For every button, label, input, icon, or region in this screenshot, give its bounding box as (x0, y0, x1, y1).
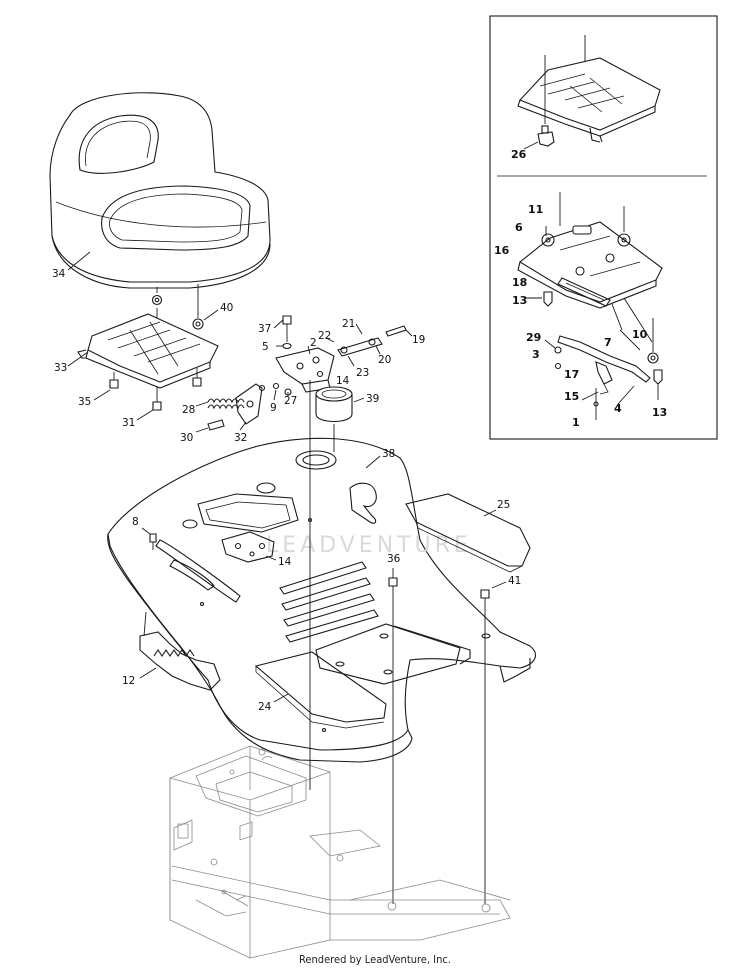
callout-38: 38 (382, 448, 395, 460)
callout-6: 6 (515, 221, 523, 234)
floor-mat-24 (254, 651, 387, 729)
callout-11: 11 (528, 203, 543, 216)
callout-14-lower: 14 (278, 556, 292, 568)
callout-39: 39 (366, 393, 379, 405)
callout-20: 20 (378, 354, 391, 366)
bolt-right (192, 377, 202, 387)
callout-22: 22 (318, 330, 331, 342)
callout-3: 3 (532, 348, 540, 361)
tractor-frame-faint (169, 745, 511, 959)
callout-31: 31 (122, 417, 135, 429)
callout-13-lower: 13 (652, 406, 667, 419)
callout-28: 28 (182, 404, 195, 416)
callout-7: 7 (604, 336, 612, 349)
screw-36 (388, 577, 398, 587)
fuel-cap-39 (315, 386, 353, 423)
height-ratchet-plate-12 (139, 611, 221, 691)
bolt-35 (109, 379, 119, 389)
callout-18: 18 (512, 276, 527, 289)
fender-body-38 (107, 437, 536, 763)
callout-35: 35 (78, 396, 91, 408)
callout-19: 19 (412, 334, 425, 346)
footer-credit: Rendered by LeadVenture, Inc. (299, 953, 451, 966)
inset-seat-adjuster (517, 192, 663, 420)
callout-21: 21 (342, 318, 355, 330)
screw-41 (480, 589, 490, 599)
callout-5: 5 (262, 341, 269, 353)
floor-mat-25 (405, 493, 531, 573)
callout-26: 26 (511, 148, 527, 161)
callout-30: 30 (180, 432, 193, 444)
callout-4: 4 (614, 402, 622, 415)
callout-36: 36 (387, 553, 401, 565)
inset-panel: 26 11 6 16 18 13 29 3 7 10 17 15 4 13 1 (489, 15, 718, 440)
callout-2: 2 (310, 337, 317, 349)
callout-25: 25 (497, 499, 510, 511)
callout-12: 12 (122, 675, 135, 687)
callout-24: 24 (258, 701, 272, 713)
bolt-31 (152, 401, 162, 411)
seat-spring-and-latch (207, 382, 292, 431)
seat-34 (49, 92, 271, 289)
watermark: LEADVENTURE (266, 533, 472, 558)
callout-40: 40 (220, 302, 233, 314)
washer-top-left (151, 294, 163, 306)
callout-34: 34 (52, 268, 66, 280)
callout-23: 23 (356, 367, 369, 379)
callout-16: 16 (494, 244, 510, 257)
callout-13-upper: 13 (512, 294, 527, 307)
callout-27: 27 (284, 395, 297, 407)
callout-8: 8 (132, 516, 139, 528)
latch-bracket-14 (221, 531, 275, 563)
seat-plate-33 (77, 308, 219, 389)
callout-9: 9 (270, 402, 277, 414)
washer-40 (192, 318, 204, 330)
callout-1: 1 (572, 416, 580, 429)
callout-41: 41 (508, 575, 521, 587)
callout-15: 15 (564, 390, 579, 403)
hardware-cluster (273, 315, 413, 393)
callout-33: 33 (54, 362, 67, 374)
callout-29: 29 (526, 331, 541, 344)
callout-10: 10 (632, 328, 648, 341)
callout-14-upper: 14 (336, 375, 350, 387)
knob-26-shape (537, 131, 555, 147)
screw-8 (149, 533, 157, 543)
inset-seat-plate-upper (517, 35, 661, 150)
callout-37: 37 (258, 323, 271, 335)
callout-32: 32 (234, 432, 247, 444)
callout-17: 17 (564, 368, 579, 381)
